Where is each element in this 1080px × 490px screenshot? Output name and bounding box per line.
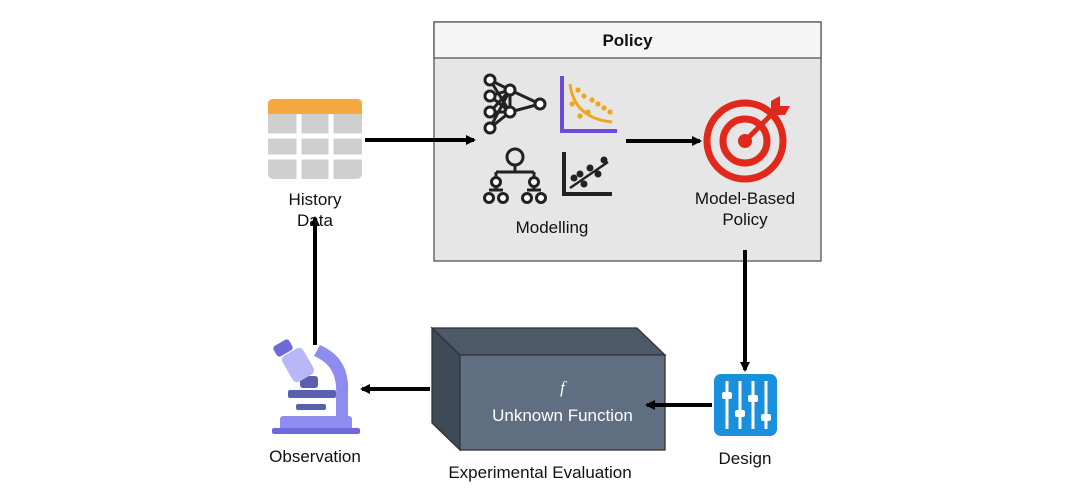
policy-box bbox=[433, 21, 822, 262]
modelling-label: Modelling bbox=[515, 218, 589, 237]
design-label: Design bbox=[718, 449, 772, 468]
table-icon bbox=[268, 99, 362, 179]
experimental-evaluation-label: Experimental Evaluation bbox=[448, 463, 632, 482]
arrows bbox=[310, 135, 750, 410]
observation-label: Observation bbox=[269, 447, 361, 466]
unknown-function-box bbox=[430, 326, 667, 452]
neural-network-icon bbox=[483, 73, 547, 135]
model-based-policy-label-line2: Policy bbox=[722, 210, 768, 229]
history-data-label: History Data bbox=[263, 189, 367, 231]
microscope-icon bbox=[272, 339, 360, 434]
scatter-regression-icon bbox=[562, 152, 612, 196]
function-symbol: f bbox=[560, 378, 565, 397]
sliders-icon bbox=[714, 374, 777, 436]
history-data-label-line1: History bbox=[288, 190, 342, 209]
policy-header: Policy bbox=[602, 31, 653, 50]
curve-fit-chart-icon bbox=[560, 76, 617, 133]
decision-tree-icon bbox=[483, 147, 547, 204]
unknown-function-label: Unknown Function bbox=[492, 406, 633, 425]
model-based-policy-label: Model-Based Policy bbox=[680, 188, 810, 230]
history-data-label-line2: Data bbox=[297, 211, 333, 230]
target-icon bbox=[703, 96, 790, 183]
model-based-policy-label-line1: Model-Based bbox=[694, 189, 796, 208]
